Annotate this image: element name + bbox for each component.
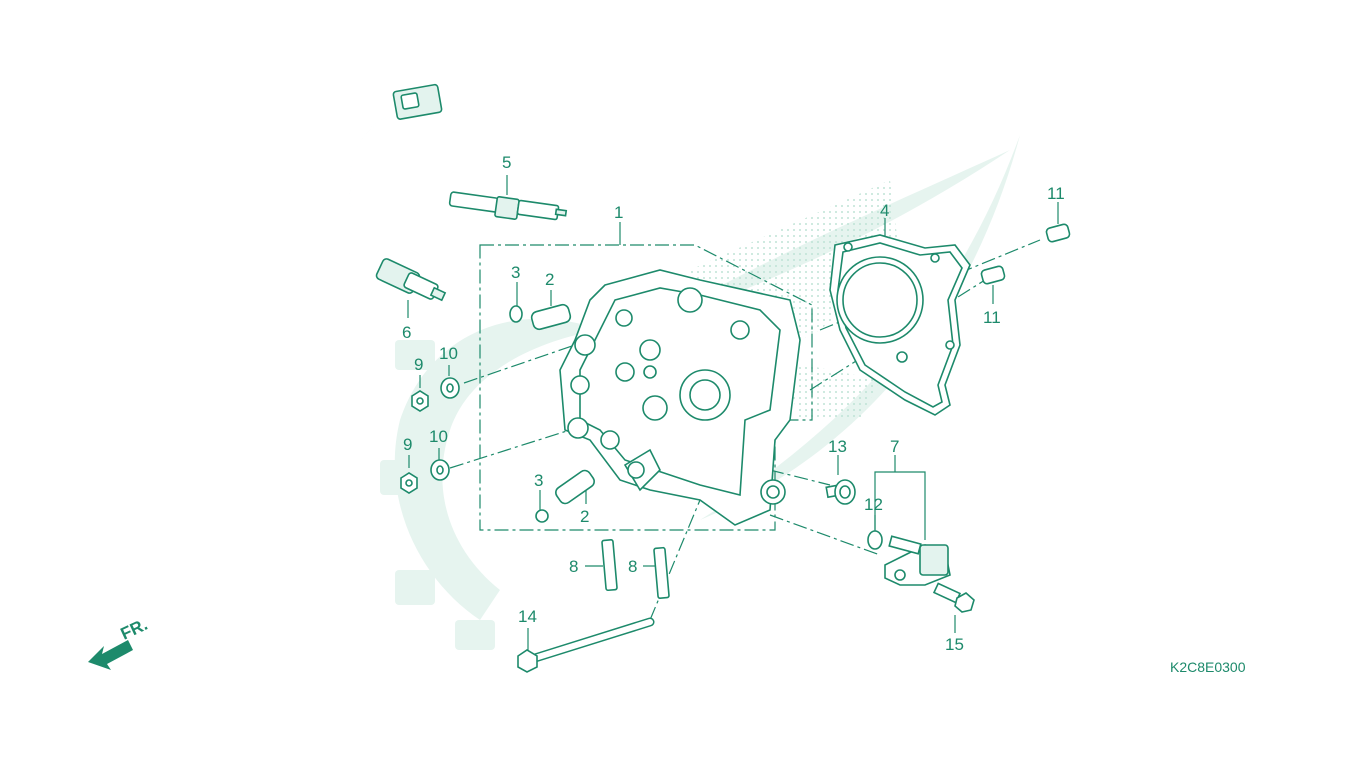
cylinder-head: [559, 269, 801, 526]
cam-sensor-assembly: [867, 530, 975, 613]
callout-15: 15: [945, 635, 964, 654]
callout-12: 12: [864, 495, 883, 514]
nuts-and-washers: [400, 377, 460, 494]
callout-8: 8: [569, 557, 578, 576]
long-bolt: [517, 617, 655, 673]
callout-4: 4: [880, 201, 889, 220]
callout-14: 14: [518, 607, 537, 626]
o-rings-and-guides: [509, 303, 595, 523]
assembly-group-outline: [479, 244, 813, 531]
callout-13: 13: [828, 437, 847, 456]
bolt-13: [825, 479, 856, 505]
callout-10: 10: [439, 344, 458, 363]
callout-labels: 1 2 2 3 3 4 5 6 7 8 8 9 9 10 10 11 11 12…: [402, 153, 1065, 654]
callout-9: 9: [403, 435, 412, 454]
front-label: FR.: [118, 615, 151, 644]
head-gasket: [829, 234, 971, 416]
callout-5: 5: [502, 153, 511, 172]
callout-1: 1: [614, 203, 623, 222]
callout-3: 3: [511, 263, 520, 282]
drawing-code: K2C8E0300: [1170, 659, 1246, 675]
oxygen-sensor: [348, 83, 447, 302]
stud-bolts: [601, 539, 670, 599]
callout-3: 3: [534, 471, 543, 490]
callout-6: 6: [402, 323, 411, 342]
dotted-shadow: [780, 360, 880, 420]
callout-11: 11: [983, 308, 1001, 327]
callout-11: 11: [1047, 184, 1065, 203]
callout-2: 2: [545, 270, 554, 289]
callout-8: 8: [628, 557, 637, 576]
dowel-pins: [980, 223, 1071, 285]
callout-2: 2: [580, 507, 589, 526]
callout-7: 7: [890, 437, 899, 456]
callout-9: 9: [414, 355, 423, 374]
callout-10: 10: [429, 427, 448, 446]
spark-plug: [448, 191, 568, 221]
front-direction-arrow: FR.: [88, 615, 151, 670]
